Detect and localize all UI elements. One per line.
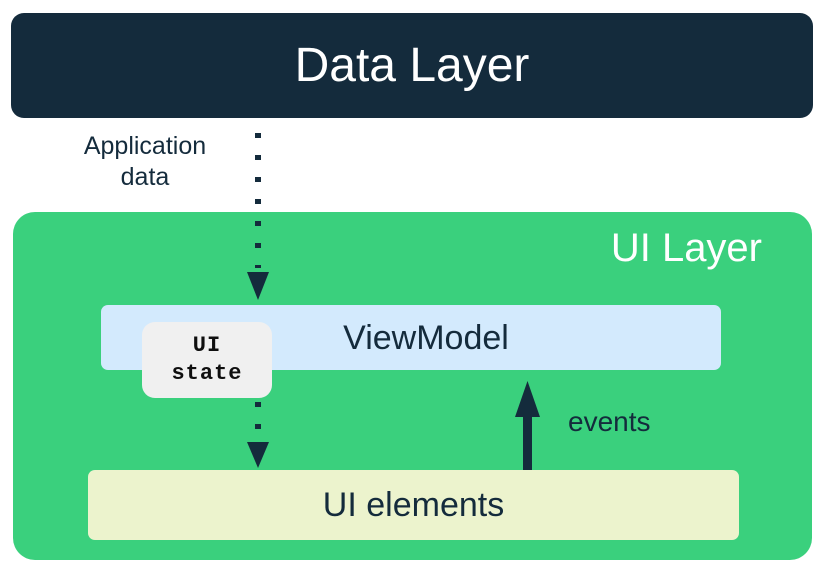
viewmodel-label: ViewModel	[343, 318, 509, 357]
ui-elements-box: UI elements	[88, 470, 739, 540]
ui-state-chip: UI state	[142, 322, 272, 398]
data-layer-box: Data Layer	[11, 13, 813, 118]
application-data-label-line2: data	[120, 163, 170, 191]
events-label: events	[568, 406, 651, 437]
ui-layer-title: UI Layer	[610, 226, 762, 270]
application-data-label: Application data	[50, 131, 240, 193]
data-layer-title: Data Layer	[294, 38, 530, 92]
ui-state-line2: state	[171, 361, 243, 386]
ui-state-line1: UI	[192, 333, 222, 358]
ui-elements-label: UI elements	[322, 486, 505, 524]
application-data-label-line1: Application	[83, 132, 207, 160]
